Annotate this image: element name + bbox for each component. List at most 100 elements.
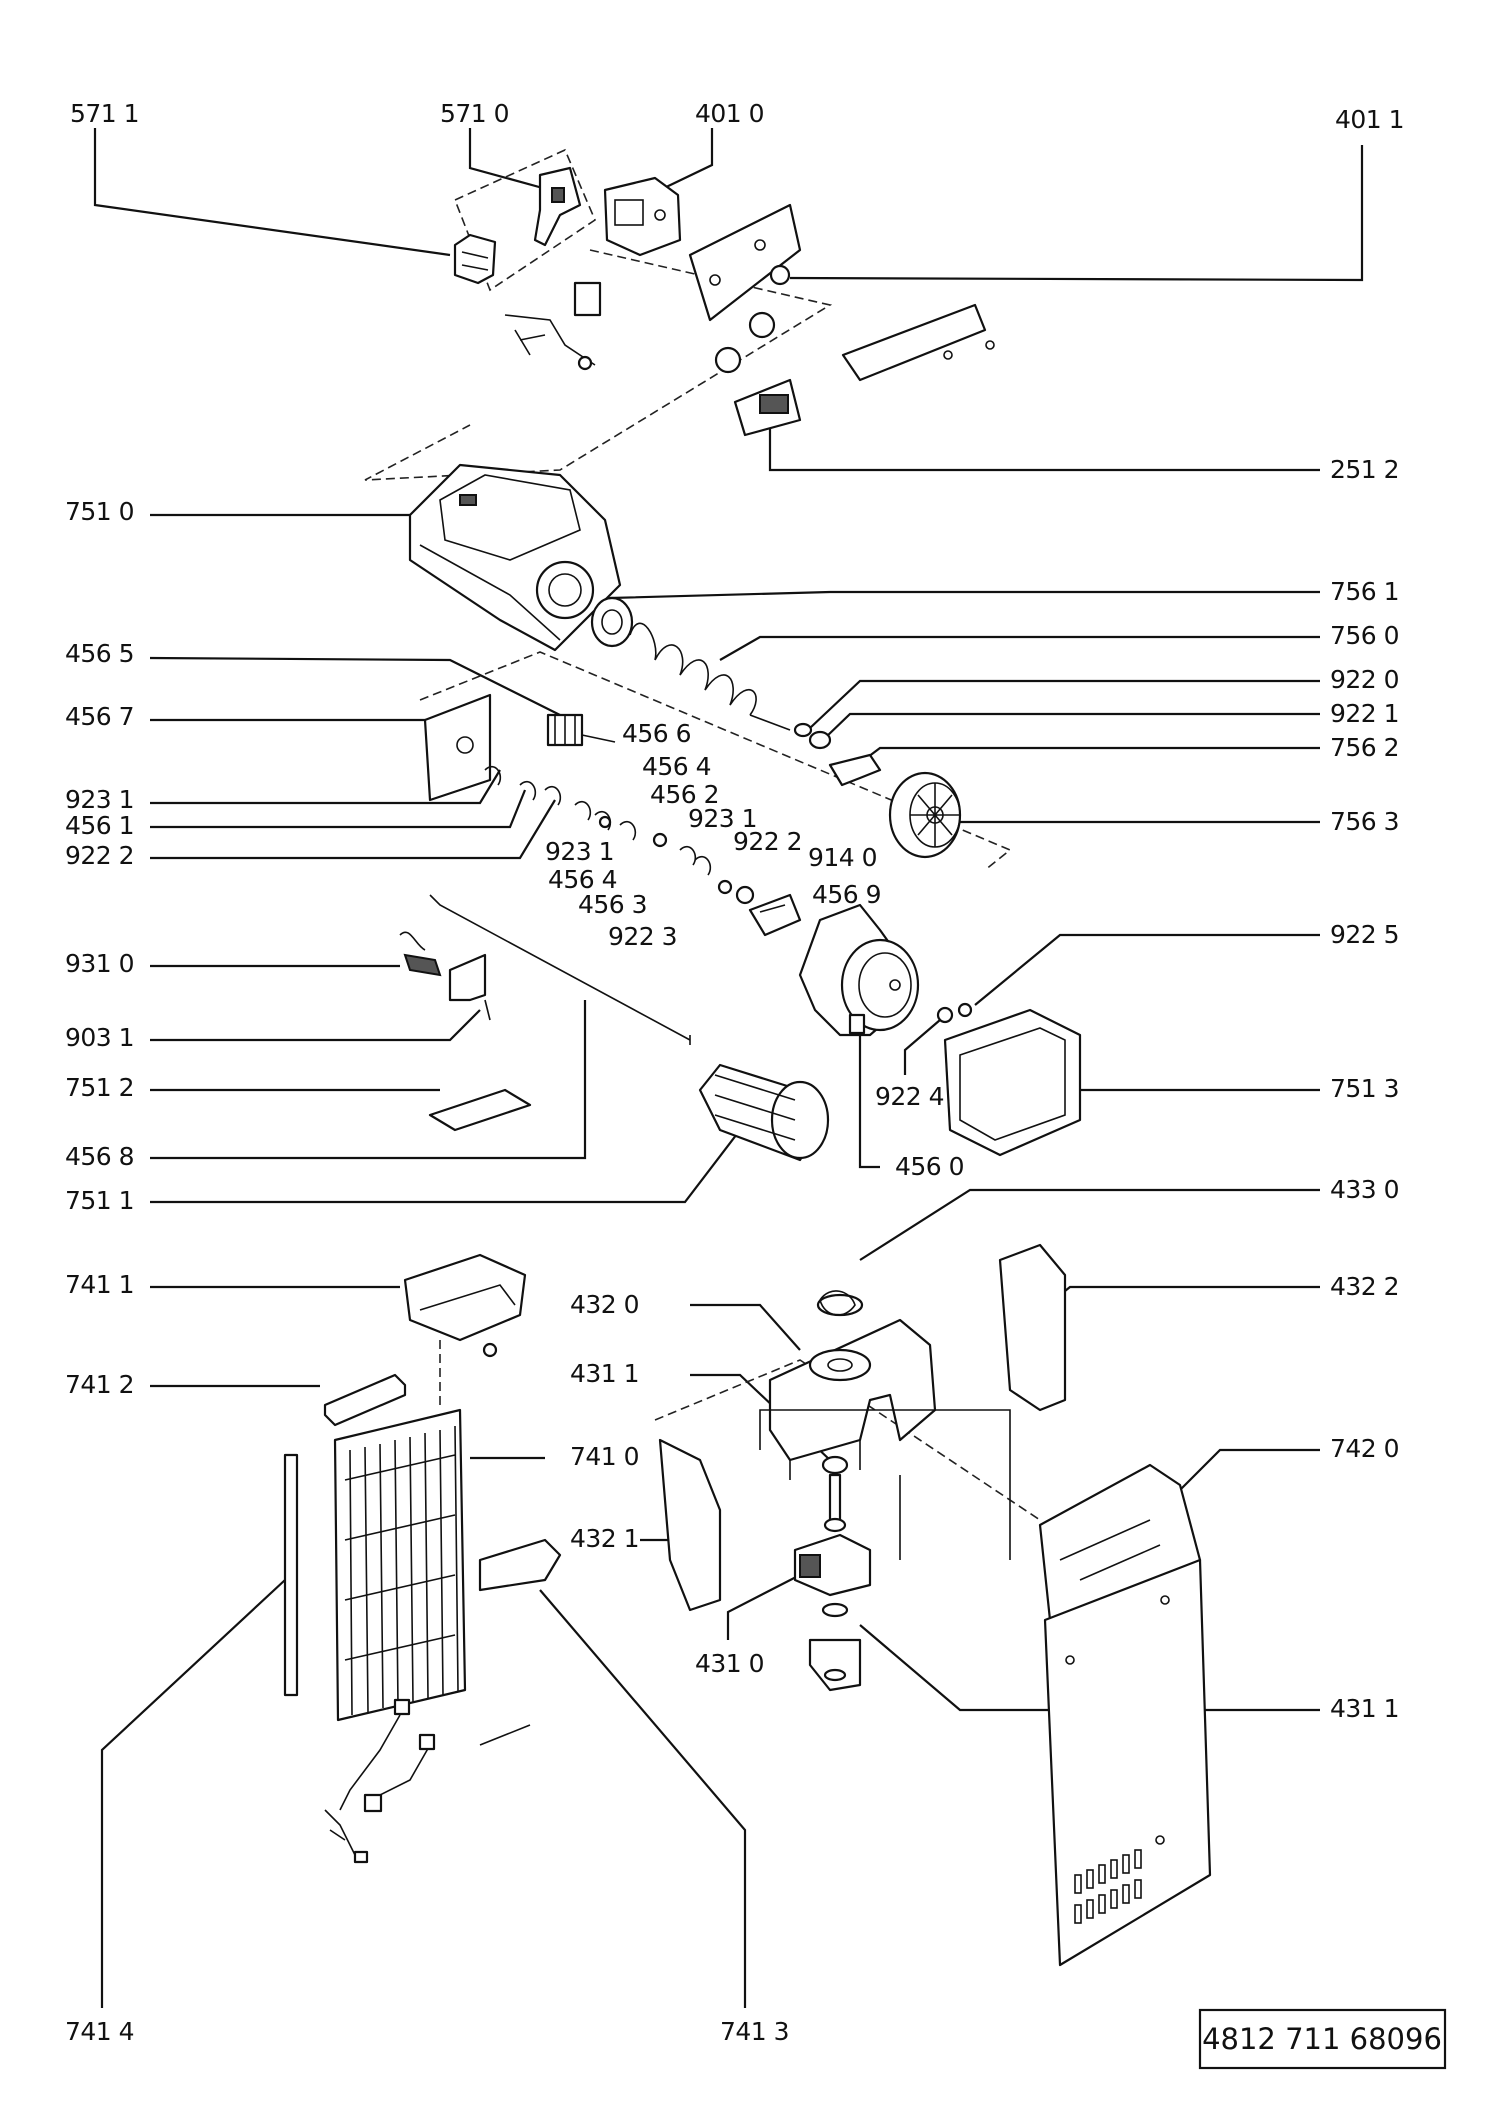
part-duct-4321 [658, 1438, 722, 1612]
part-labels: 571 1 571 0 401 0 401 1 251 2 751 0 756 … [65, 99, 1405, 2046]
part-lever-7562 [828, 753, 882, 787]
label-2512: 251 2 [1330, 455, 1399, 484]
label-4011: 401 1 [1335, 105, 1404, 134]
drawing-code-frame [1198, 2008, 1447, 2070]
leader-7560 [719, 635, 1320, 661]
label-4330: 433 0 [1330, 1175, 1399, 1204]
label-9140: 914 0 [808, 843, 877, 872]
leader-9225 [974, 933, 1320, 1006]
part-evaporator-7410 [333, 1408, 467, 1722]
part-washers-9224-9225 [936, 1002, 973, 1024]
leader-9031 [150, 1009, 481, 1042]
leader-4560 [858, 1025, 880, 1169]
leader-7420 [1179, 1448, 1320, 1491]
part-spring-7560 [629, 622, 791, 731]
leader-4330 [859, 1188, 1320, 1261]
label-7410: 741 0 [570, 1442, 639, 1471]
label-5710: 571 0 [440, 99, 509, 128]
label-9310: 931 0 [65, 949, 134, 978]
part-cover-7513 [943, 1008, 1082, 1157]
part-fan-housing-4320 [768, 1318, 937, 1480]
label-4564b: 456 4 [548, 865, 617, 894]
label-7563: 756 3 [1330, 807, 1399, 836]
label-4560: 456 0 [895, 1152, 964, 1181]
leader-9220 [809, 679, 1320, 729]
leader-9231a [150, 769, 501, 805]
leader-5710 [468, 128, 551, 192]
part-fan-4330 [816, 1290, 864, 1317]
leader-7563 [949, 814, 1320, 824]
label-4322: 432 2 [1330, 1272, 1399, 1301]
part-switch-5710 [533, 166, 582, 247]
leader-4561 [150, 789, 527, 829]
leader-4010 [659, 128, 714, 191]
guide-top-tray [364, 249, 833, 481]
label-4565: 456 5 [65, 639, 134, 668]
part-shroud-7411 [403, 1253, 527, 1358]
leader-9222a [150, 799, 556, 860]
part-grommet-4311b [808, 1602, 862, 1692]
label-9231c: 923 1 [545, 837, 614, 866]
label-9221: 922 1 [1330, 699, 1399, 728]
part-motor-shaft-4311 [821, 1455, 849, 1533]
label-9222b: 922 2 [733, 827, 802, 856]
part-strip-7412 [323, 1373, 407, 1427]
part-disc-4567 [423, 693, 492, 802]
label-5711: 571 1 [70, 99, 139, 128]
part-shaft-4569 [748, 893, 802, 937]
label-7412: 741 2 [65, 1370, 134, 1399]
guide-lower-shroud [654, 1359, 1041, 1521]
part-small-block [573, 281, 602, 317]
part-relay-4010 [603, 176, 682, 257]
part-washers-9220-9221 [793, 722, 832, 750]
leader-5711 [93, 128, 451, 257]
part-ushape-frame [759, 1409, 1011, 1560]
leader-4011 [789, 145, 1364, 282]
leader-7413 [539, 1589, 747, 2008]
leader-4322 [1059, 1285, 1320, 1296]
label-7512: 751 2 [65, 1073, 134, 1102]
label-9231b: 923 1 [688, 804, 757, 833]
label-7413: 741 3 [720, 2017, 789, 2046]
leader-7561 [609, 590, 1320, 600]
label-4311a: 431 1 [570, 1359, 639, 1388]
part-bracket-9031 [448, 953, 491, 1021]
label-7560: 756 0 [1330, 621, 1399, 650]
label-4564a: 456 4 [642, 752, 711, 781]
part-rear-panel-7420 [1038, 1463, 1212, 1967]
part-motor-4560 [798, 903, 920, 1037]
label-4569: 456 9 [812, 880, 881, 909]
label-9222a: 922 2 [65, 841, 134, 870]
part-rod-4568 [429, 894, 691, 1045]
label-7420: 742 0 [1330, 1434, 1399, 1463]
part-spring-9310 [399, 931, 442, 977]
leader-4568 [150, 1000, 587, 1160]
part-cover-strip [841, 303, 995, 382]
label-4320: 432 0 [570, 1290, 639, 1319]
part-motor-4310 [793, 1533, 872, 1597]
leader-lines [93, 128, 1364, 2008]
label-4563: 456 3 [578, 890, 647, 919]
label-4568: 456 8 [65, 1142, 134, 1171]
label-7510: 751 0 [65, 497, 134, 526]
leader-7414 [100, 1579, 286, 2008]
label-7561: 756 1 [1330, 577, 1399, 606]
label-7411: 741 1 [65, 1270, 134, 1299]
label-4311b: 431 1 [1330, 1694, 1399, 1723]
drawing-code-box: 4812 711 68096 [1198, 2008, 1447, 2070]
part-wiring-bottom [324, 1698, 531, 1864]
label-4566: 456 6 [622, 719, 691, 748]
part-clips-row [484, 765, 755, 905]
part-ring-7561 [590, 596, 634, 648]
label-9220: 922 0 [1330, 665, 1399, 694]
leader-7511 [150, 1129, 741, 1204]
part-holder-2512 [733, 378, 802, 437]
drawing-code: 4812 711 68096 [1202, 2022, 1442, 2056]
guide-rail-plane [419, 651, 1012, 871]
leader-4565 [149, 656, 571, 721]
label-9031: 903 1 [65, 1023, 134, 1052]
label-7511: 751 1 [65, 1186, 134, 1215]
part-bracket-plate [688, 203, 802, 322]
leader-2512 [768, 400, 1320, 472]
